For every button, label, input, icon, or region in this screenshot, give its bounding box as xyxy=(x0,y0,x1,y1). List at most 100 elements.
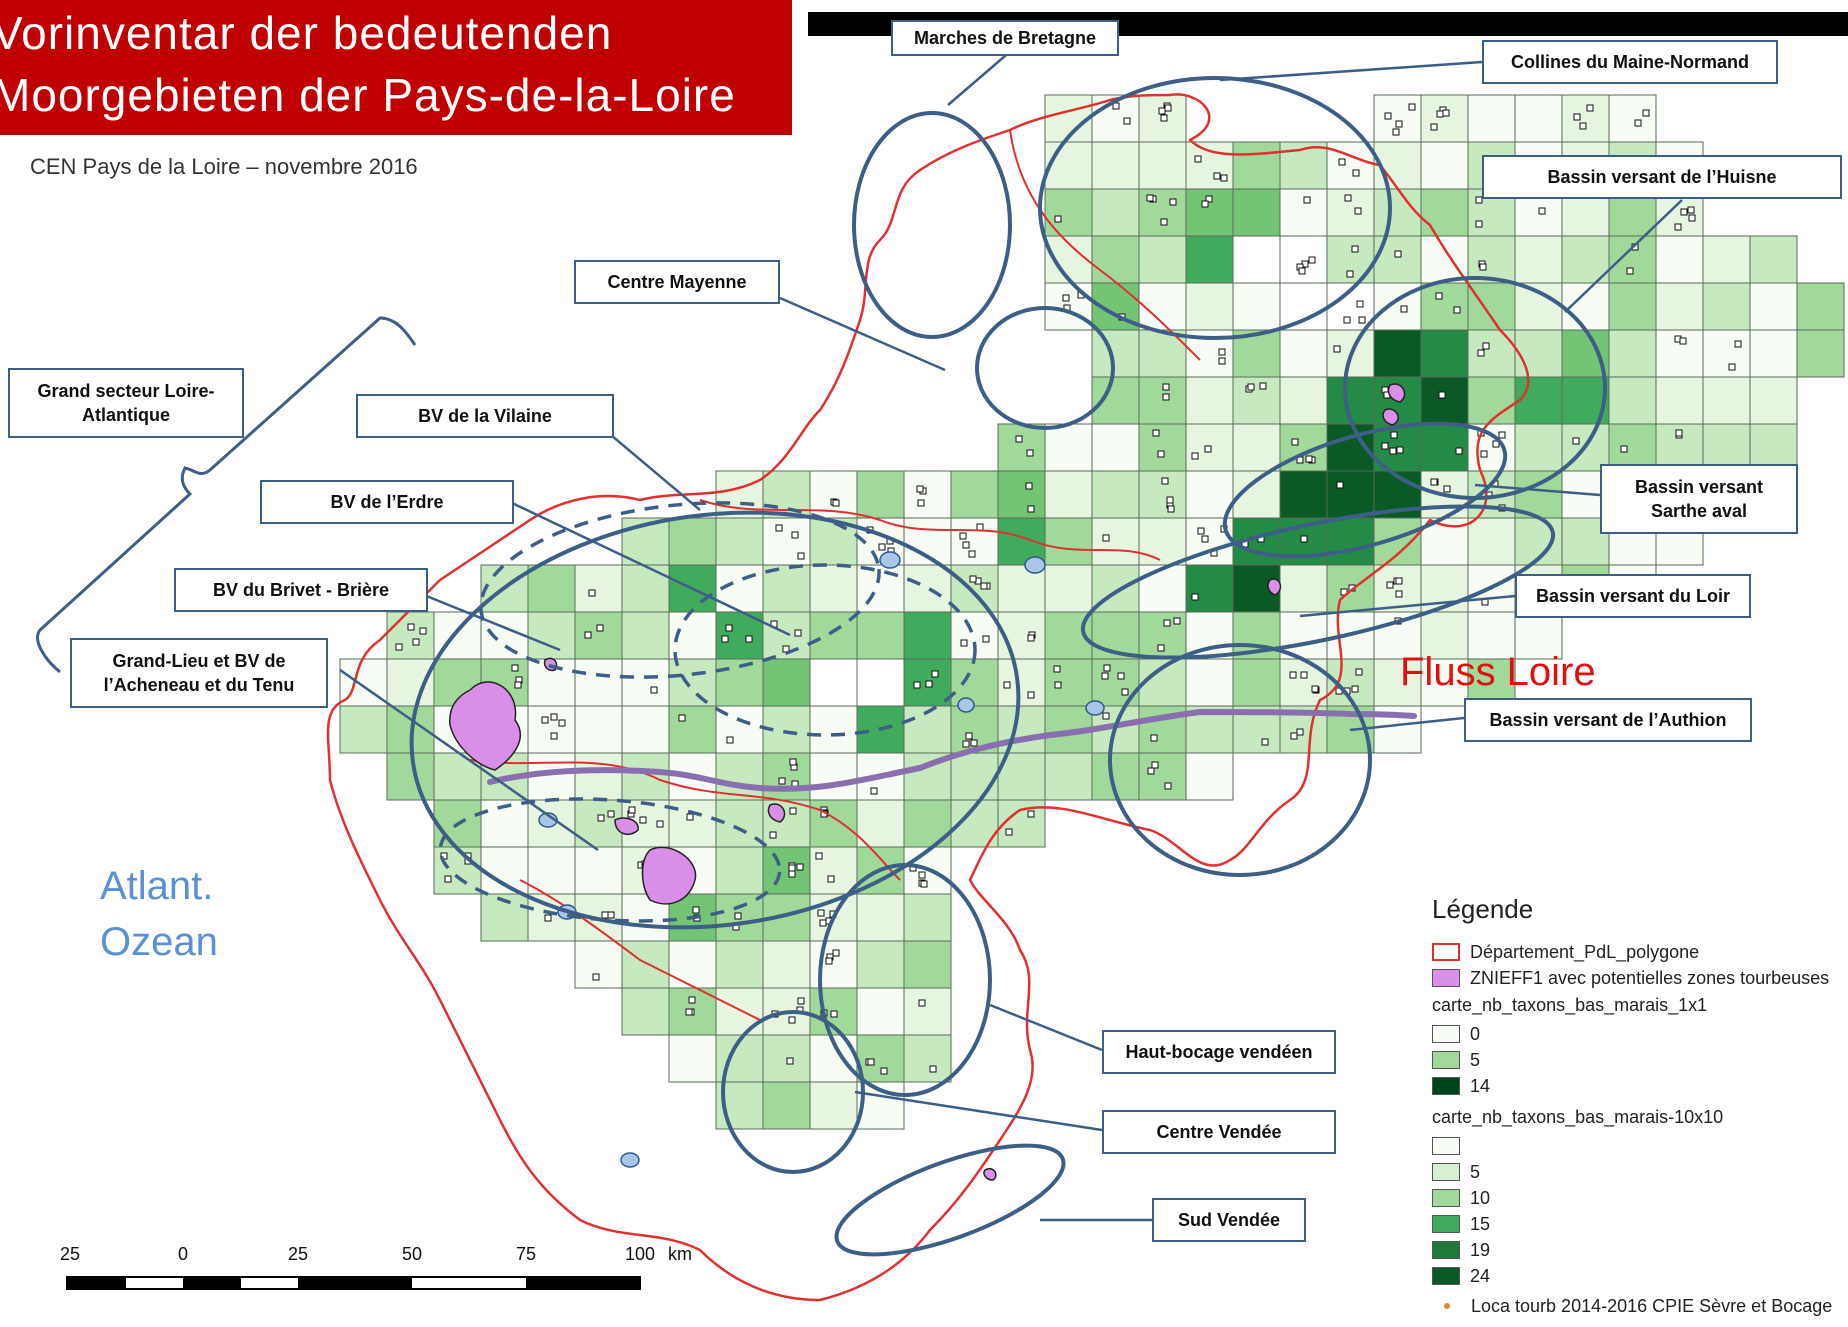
grid-cell xyxy=(1514,423,1563,472)
legend-grid10-class-4: 19 xyxy=(1432,1237,1842,1263)
grid-subcell xyxy=(541,716,549,724)
grid-cell xyxy=(903,1034,952,1083)
ellipse-bassin-versant-sarthe-aval xyxy=(1222,421,1508,559)
scale-tick-0: 25 xyxy=(59,1244,81,1264)
grid-subcell xyxy=(1430,478,1438,486)
grid-subcell xyxy=(1163,619,1171,627)
grid-subcell xyxy=(980,582,988,590)
grid-cell xyxy=(856,987,905,1036)
grid-cell xyxy=(1232,141,1281,190)
grid-subcell xyxy=(1479,263,1487,271)
grid-subcell xyxy=(870,787,878,795)
grid-subcell xyxy=(1218,348,1226,356)
grid-cell xyxy=(480,846,529,895)
label-haut-bocage-vendeen: Haut-bocage vendéen xyxy=(1102,1030,1336,1074)
grid-subcell xyxy=(685,1008,693,1016)
grid-cell xyxy=(1420,235,1469,284)
grid-subcell xyxy=(788,864,796,872)
grid-cell xyxy=(762,752,811,801)
grid-cell xyxy=(1232,423,1281,472)
grid-cell xyxy=(1608,329,1657,378)
grid-cell xyxy=(574,611,623,660)
map-subtitle: CEN Pays de la Loire – novembre 2016 xyxy=(30,154,418,179)
grid-cell xyxy=(1138,564,1187,613)
grid-subcell xyxy=(1194,155,1202,163)
grid-subcell xyxy=(656,820,664,828)
grid-cell xyxy=(1232,188,1281,237)
grid-subcell xyxy=(1728,363,1736,371)
grid-subcell xyxy=(1162,393,1170,401)
grid-subcell xyxy=(1482,342,1490,350)
grid-cell xyxy=(1655,376,1704,425)
grid-subcell xyxy=(607,810,615,818)
legend-label-grid1: carte_nb_taxons_bas_marais_1x1 xyxy=(1432,994,1708,1015)
grid-subcell xyxy=(1027,505,1035,513)
grid-cell xyxy=(668,705,717,754)
grid-cell xyxy=(715,517,764,566)
grid-cell xyxy=(809,799,858,848)
grid-subcell xyxy=(778,777,786,785)
grid-cell xyxy=(1467,611,1516,660)
grid-cell xyxy=(1091,423,1140,472)
grid-cell xyxy=(574,846,623,895)
grid-cell xyxy=(1608,423,1657,472)
grid-subcell xyxy=(788,1016,796,1024)
grid-cell xyxy=(903,799,952,848)
grid-subcell xyxy=(1384,112,1392,120)
legend-grid10-classes: 5 10 15 19 24 xyxy=(1432,1133,1842,1289)
grid-subcell xyxy=(678,714,686,722)
grid-cell xyxy=(1514,94,1563,143)
grid-subcell xyxy=(1386,581,1394,589)
grid-cell xyxy=(1279,376,1328,425)
grid-subcell xyxy=(1430,123,1438,131)
grid-subcell xyxy=(1296,728,1304,736)
grid-cell xyxy=(809,1081,858,1130)
grid-cell xyxy=(1279,282,1328,331)
grid1-swatch-0 xyxy=(1432,1025,1460,1043)
grid-cell xyxy=(1091,376,1140,425)
grid-subcell xyxy=(960,639,968,647)
grid-cell xyxy=(1091,470,1140,519)
grid-subcell xyxy=(1308,256,1316,264)
grid-subcell xyxy=(395,643,403,651)
grid-subcell xyxy=(797,997,805,1005)
grid-subcell xyxy=(775,524,783,532)
map-title-line-2: Moorgebieten der Pays-de-la-Loire xyxy=(0,69,736,121)
grid-subcell xyxy=(650,686,658,694)
grid-cell xyxy=(950,470,999,519)
grid-cell xyxy=(527,564,576,613)
department-outline xyxy=(326,93,1530,1302)
loca-dot-symbol xyxy=(1444,1303,1450,1309)
grid-cell xyxy=(1138,517,1187,566)
grid-cell xyxy=(856,564,905,613)
scale-segment-2 xyxy=(183,1276,241,1290)
grid-subcell xyxy=(1300,671,1308,679)
grid-cell xyxy=(1232,235,1281,284)
grid-cell xyxy=(1608,94,1657,143)
grid-subcell xyxy=(970,739,978,747)
grid-cell xyxy=(856,470,905,519)
grid-subcell xyxy=(1453,306,1461,314)
grid-subcell xyxy=(1162,383,1170,391)
legend-grid10-class-5: 24 xyxy=(1432,1263,1842,1289)
grid-subcell xyxy=(1062,294,1070,302)
grid-subcell xyxy=(1291,438,1299,446)
grid-cell xyxy=(574,940,623,989)
label-centre-vendee: Centre Vendée xyxy=(1102,1110,1336,1154)
grid-subcell xyxy=(1400,305,1408,313)
grid-subcell xyxy=(639,816,647,824)
grid1-label-1: 5 xyxy=(1470,1049,1481,1070)
grid-subcell xyxy=(1408,103,1416,111)
department-swatch xyxy=(1432,943,1460,961)
legend-label-znieff: ZNIEFF1 avec potentielles zones tourbeus… xyxy=(1470,967,1830,988)
label-bv-du-brivet-briere: BV du Brivet - Brière xyxy=(174,568,428,612)
grid-subcell xyxy=(1395,120,1403,128)
legend-row-znieff: ZNIEFF1 avec potentielles zones tourbeus… xyxy=(1432,965,1842,991)
grid-cell xyxy=(809,564,858,613)
grid-cell xyxy=(1608,282,1657,331)
grid-cell xyxy=(1326,470,1375,519)
legend-grid10-class-1: 5 xyxy=(1432,1159,1842,1185)
grid-cell xyxy=(1279,188,1328,237)
grid-subcell xyxy=(597,814,605,822)
atlantic-ocean-label: Atlant. Ozean xyxy=(100,858,218,970)
